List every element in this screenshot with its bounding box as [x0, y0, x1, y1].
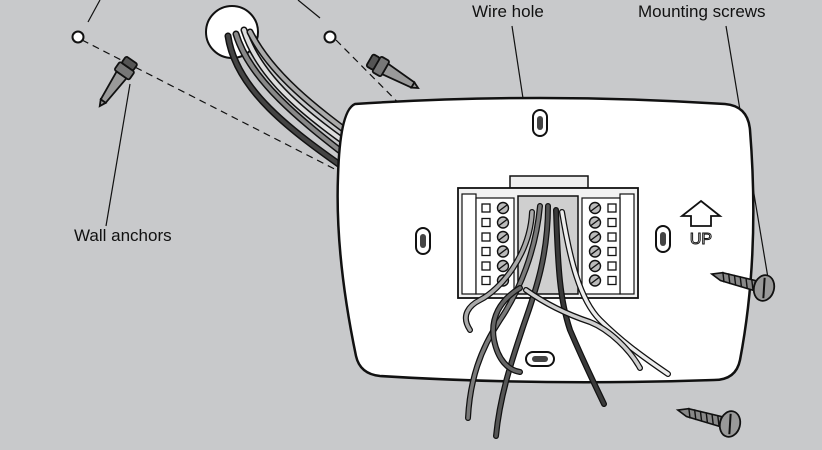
mounting-screws-label: Mounting screws: [638, 2, 766, 21]
terminal-label-box: [607, 246, 617, 257]
terminal-label-box: [607, 217, 617, 228]
terminal-screw-slot: [498, 218, 508, 227]
terminal-screw-slot: [590, 247, 600, 256]
terminal-label-box: [481, 275, 491, 286]
mounting-screw-right: [709, 271, 776, 302]
terminal-screw-slot: [498, 233, 508, 241]
up-label: UP: [690, 231, 712, 248]
wall-anchor-left: [98, 56, 138, 108]
terminal-screw-slot: [590, 276, 600, 285]
wall-wire-bundle: [224, 26, 362, 176]
terminal-label-box: [481, 261, 491, 271]
up-arrow-icon: [679, 199, 723, 227]
terminal-label-box: [481, 203, 491, 213]
wall-hole-right: [323, 30, 337, 44]
wire-hole-label: Wire hole: [472, 2, 544, 21]
terminal-screws-right: [588, 201, 617, 287]
terminal-screw-slot: [590, 204, 600, 212]
terminal-screws-left: [481, 201, 510, 287]
terminal-label-box: [607, 232, 617, 242]
wall-hole-left: [71, 30, 85, 44]
terminal-screw-slot: [498, 204, 508, 212]
terminal-label-box: [607, 203, 617, 213]
terminal-screw-slot: [498, 262, 508, 270]
terminal-screw-slot: [590, 218, 600, 227]
leader-center-hole: [297, 0, 321, 19]
terminal-screw-slot: [590, 233, 600, 241]
wall-anchors-label: Wall anchors: [74, 226, 172, 245]
wall-anchor-right: [365, 53, 420, 90]
terminal-label-box: [607, 275, 617, 286]
terminal-label-box: [481, 232, 491, 242]
terminal-screw-slot: [590, 262, 600, 270]
terminal-screw-slot: [498, 247, 508, 256]
thermostat-wires: [462, 203, 671, 439]
leader-left-hole: [87, 0, 101, 23]
terminal-label-box: [481, 246, 491, 257]
terminal-label-box: [607, 261, 617, 271]
mounting-screw-bottom: [675, 407, 742, 438]
terminal-label-box: [481, 217, 491, 228]
leader-wall-anchors: [105, 83, 131, 227]
